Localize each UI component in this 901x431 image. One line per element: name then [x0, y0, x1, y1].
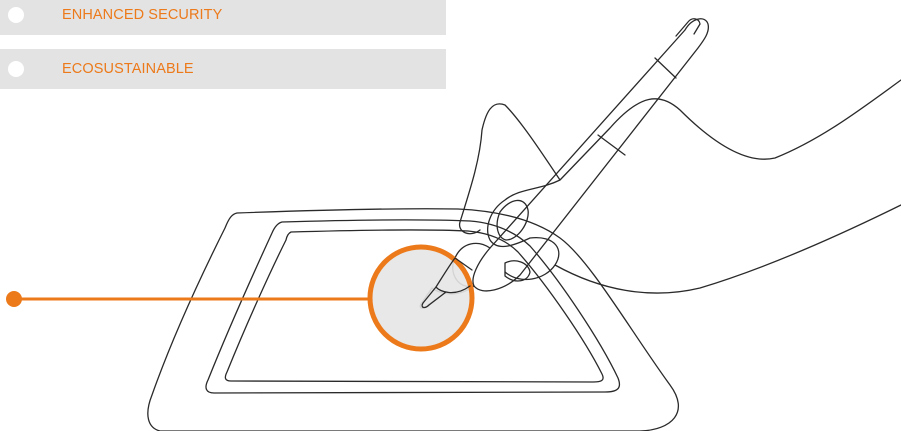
pen-clip [676, 19, 700, 36]
pen-band [655, 58, 676, 78]
pen-band-2 [598, 135, 625, 155]
pen-barrel [473, 19, 708, 291]
connector-end-dot [6, 291, 22, 307]
highlight-circle [370, 247, 472, 349]
